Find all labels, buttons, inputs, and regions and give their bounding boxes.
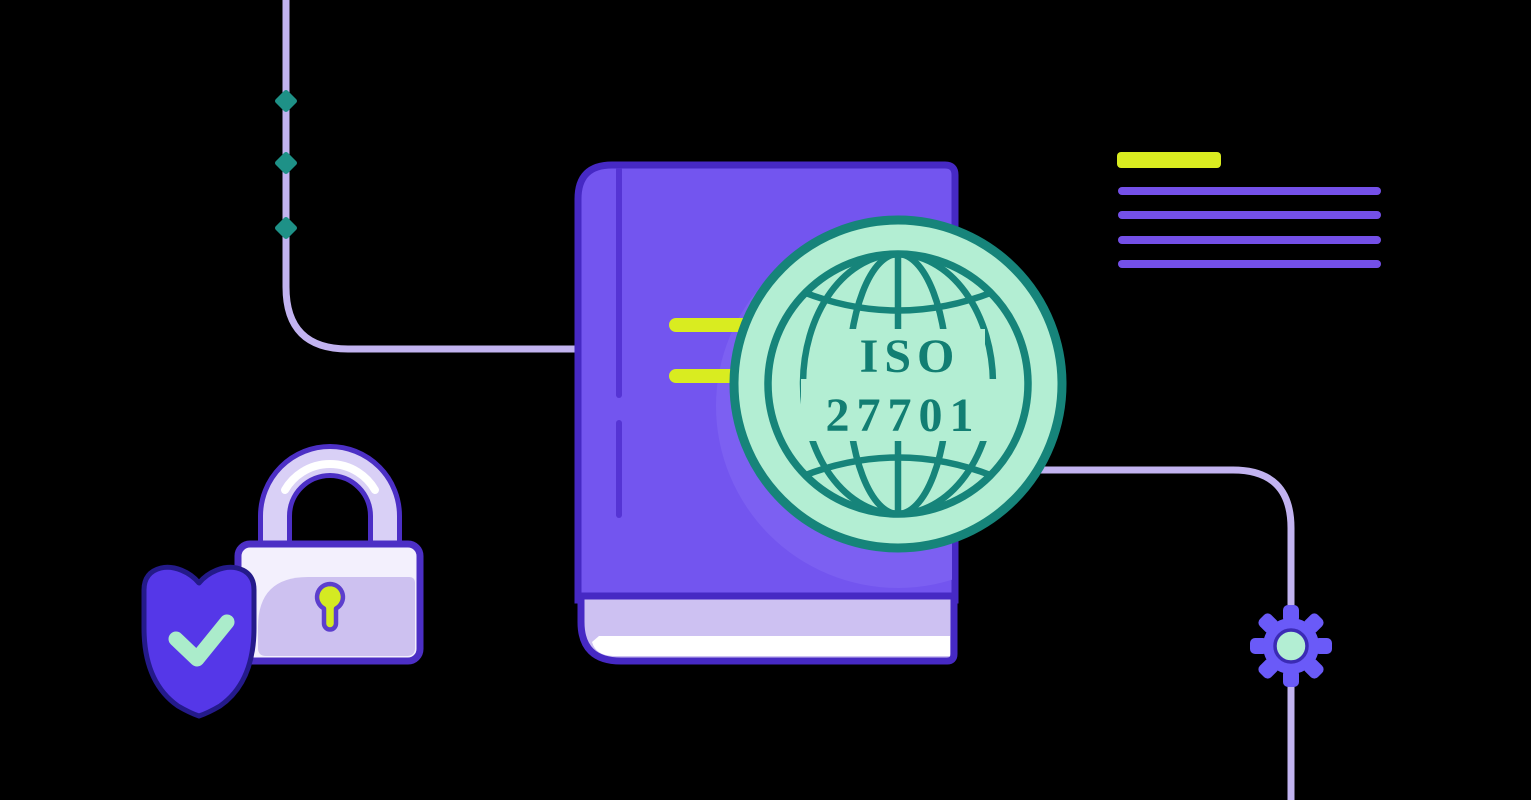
diamond-3 xyxy=(275,217,297,239)
globe-latitude-bottom xyxy=(801,454,995,480)
gear-icon xyxy=(1250,605,1332,687)
checkmark-icon xyxy=(168,614,235,667)
diamond-marker-icon xyxy=(275,90,297,239)
lock-shackle-highlight xyxy=(281,460,379,494)
padlock-icon xyxy=(234,444,424,665)
badge-text-plate-1 xyxy=(843,329,985,379)
connector-line-right xyxy=(1032,466,1295,800)
shield-body xyxy=(141,564,257,719)
badge-text-plate-2 xyxy=(801,379,1007,441)
globe-latitude-top xyxy=(801,288,995,314)
badge-line2-text: 27701 xyxy=(826,389,981,442)
book-pages-edge xyxy=(592,636,950,656)
connector-path-right xyxy=(1032,466,1295,800)
gear-hub xyxy=(1273,628,1309,664)
connector-line-left xyxy=(275,0,594,353)
shield-check-icon xyxy=(141,564,257,719)
globe-icon xyxy=(764,250,1032,518)
connector-path-left xyxy=(282,0,594,353)
badge-line1-text: ISO xyxy=(860,330,961,383)
iso-badge: ISO 27701 xyxy=(729,215,1067,553)
keyhole-icon xyxy=(314,581,346,632)
diamond-2 xyxy=(275,152,297,174)
badge-ring xyxy=(729,215,1067,553)
text-lines-block xyxy=(1117,152,1381,268)
highlight-bar xyxy=(1117,152,1221,168)
diamond-1 xyxy=(275,90,297,112)
